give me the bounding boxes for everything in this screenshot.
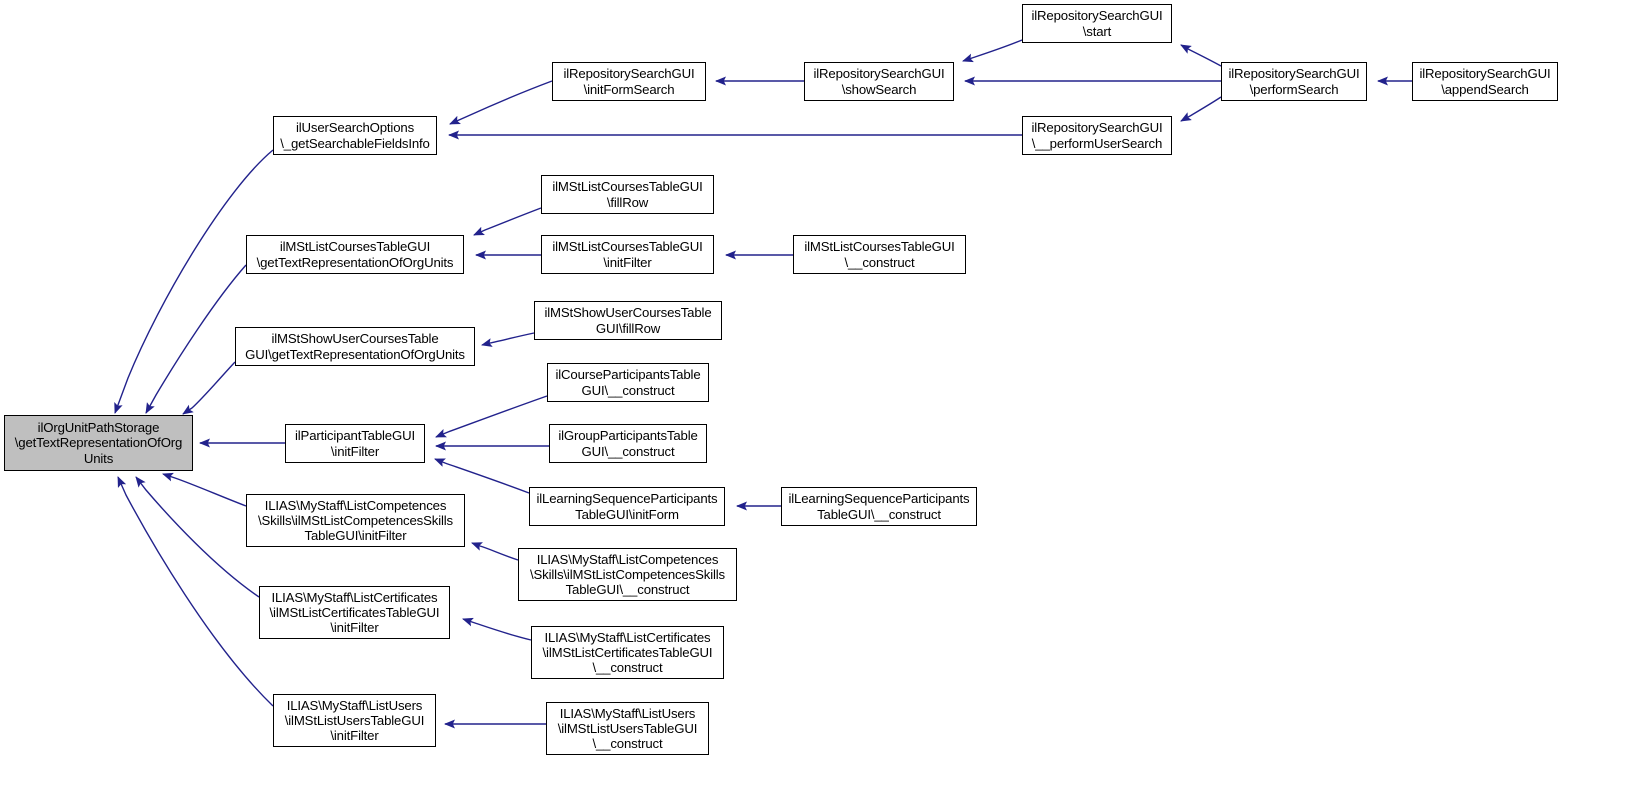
graph-edge: [1180, 96, 1222, 122]
graph-node[interactable]: ilParticipantTableGUI \initFilter: [285, 424, 425, 463]
graph-node-label: ilRepositorySearchGUI \__performUserSear…: [1031, 120, 1163, 151]
graph-edge: [145, 264, 247, 414]
graph-node[interactable]: ILIAS\MyStaff\ListCompetences \Skills\il…: [518, 548, 737, 601]
graph-node-label: ilMStListCoursesTableGUI \initFilter: [552, 239, 703, 270]
graph-node-label: ILIAS\MyStaff\ListUsers \ilMStListUsersT…: [284, 697, 425, 744]
graph-node[interactable]: ilLearningSequenceParticipants TableGUI\…: [781, 487, 977, 526]
graph-node[interactable]: ilMStListCoursesTableGUI \initFilter: [541, 235, 714, 274]
graph-node-label: ilCourseParticipantsTable GUI\__construc…: [555, 367, 701, 398]
graph-node[interactable]: ilMStListCoursesTableGUI \__construct: [793, 235, 966, 274]
graph-node-label: ilParticipantTableGUI \initFilter: [295, 428, 415, 459]
graph-node-label: ilMStListCoursesTableGUI \__construct: [804, 239, 955, 270]
graph-edge: [162, 472, 247, 507]
graph-node[interactable]: ilUserSearchOptions \_getSearchableField…: [273, 116, 437, 155]
graph-node[interactable]: ILIAS\MyStaff\ListCompetences \Skills\il…: [246, 494, 465, 547]
graph-node-label: ILIAS\MyStaff\ListUsers \ilMStListUsersT…: [557, 705, 698, 752]
graph-node-label: ILIAS\MyStaff\ListCertificates \ilMStLis…: [269, 589, 440, 636]
graph-node[interactable]: ILIAS\MyStaff\ListUsers \ilMStListUsersT…: [273, 694, 436, 747]
graph-node-label: ILIAS\MyStaff\ListCertificates \ilMStLis…: [542, 629, 713, 676]
graph-edge: [434, 458, 530, 494]
graph-edge: [473, 207, 542, 236]
graph-node[interactable]: ilRepositorySearchGUI \appendSearch: [1412, 62, 1558, 101]
graph-edge: [1180, 44, 1222, 67]
graph-node-label: ilRepositorySearchGUI \start: [1031, 8, 1163, 39]
graph-edge: [114, 149, 274, 414]
graph-node[interactable]: ILIAS\MyStaff\ListUsers \ilMStListUsersT…: [546, 702, 709, 755]
graph-edge: [462, 617, 532, 641]
graph-node-label: ilRepositorySearchGUI \performSearch: [1228, 66, 1360, 97]
graph-node-label: ilMStListCoursesTableGUI \fillRow: [552, 179, 703, 210]
graph-edge: [182, 361, 236, 415]
graph-node-label: ilRepositorySearchGUI \showSearch: [813, 66, 945, 97]
edges-group: [114, 39, 1412, 729]
graph-edge: [435, 395, 548, 438]
graph-node[interactable]: ilMStShowUserCoursesTable GUI\getTextRep…: [235, 327, 475, 366]
graph-node-label: ilGroupParticipantsTable GUI\__construct: [558, 428, 698, 459]
graph-node[interactable]: ilRepositorySearchGUI \initFormSearch: [552, 62, 706, 101]
graph-node[interactable]: ilMStShowUserCoursesTable GUI\fillRow: [534, 301, 722, 340]
graph-node-label: ilMStListCoursesTableGUI \getTextReprese…: [256, 239, 454, 270]
graph-node[interactable]: ilGroupParticipantsTable GUI\__construct: [549, 424, 707, 463]
graph-node[interactable]: ILIAS\MyStaff\ListCertificates \ilMStLis…: [531, 626, 724, 679]
graph-edge: [471, 542, 519, 561]
graph-node[interactable]: ilRepositorySearchGUI \start: [1022, 4, 1172, 43]
graph-node-label: ilRepositorySearchGUI \initFormSearch: [563, 66, 695, 97]
graph-node-label: ILIAS\MyStaff\ListCompetences \Skills\il…: [258, 497, 453, 544]
graph-node-label: ilLearningSequenceParticipants TableGUI\…: [788, 491, 970, 522]
graph-node-label: ilLearningSequenceParticipants TableGUI\…: [536, 491, 718, 522]
graph-edge: [117, 476, 274, 707]
graph-node[interactable]: ilRepositorySearchGUI \__performUserSear…: [1022, 116, 1172, 155]
graph-node[interactable]: ilMStListCoursesTableGUI \fillRow: [541, 175, 714, 214]
graph-node[interactable]: ilRepositorySearchGUI \showSearch: [804, 62, 954, 101]
graph-node[interactable]: ilMStListCoursesTableGUI \getTextReprese…: [246, 235, 464, 274]
graph-node-label: ilMStShowUserCoursesTable GUI\getTextRep…: [245, 331, 465, 362]
graph-edge: [449, 80, 553, 125]
graph-node-label: ilOrgUnitPathStorage \getTextRepresentat…: [14, 420, 183, 466]
graph-edge: [481, 332, 535, 347]
graph-node[interactable]: ilLearningSequenceParticipants TableGUI\…: [529, 487, 725, 526]
graph-edge: [962, 39, 1023, 63]
graph-node-label: ilRepositorySearchGUI \appendSearch: [1419, 66, 1551, 97]
graph-node-label: ilMStShowUserCoursesTable GUI\fillRow: [544, 305, 712, 336]
graph-node[interactable]: ILIAS\MyStaff\ListCertificates \ilMStLis…: [259, 586, 450, 639]
graph-node[interactable]: ilOrgUnitPathStorage \getTextRepresentat…: [4, 415, 193, 471]
graph-node[interactable]: ilCourseParticipantsTable GUI\__construc…: [547, 363, 709, 402]
graph-node[interactable]: ilRepositorySearchGUI \performSearch: [1221, 62, 1367, 101]
graph-node-label: ILIAS\MyStaff\ListCompetences \Skills\il…: [530, 551, 725, 598]
graph-edge: [135, 476, 260, 598]
graph-node-label: ilUserSearchOptions \_getSearchableField…: [280, 120, 430, 151]
